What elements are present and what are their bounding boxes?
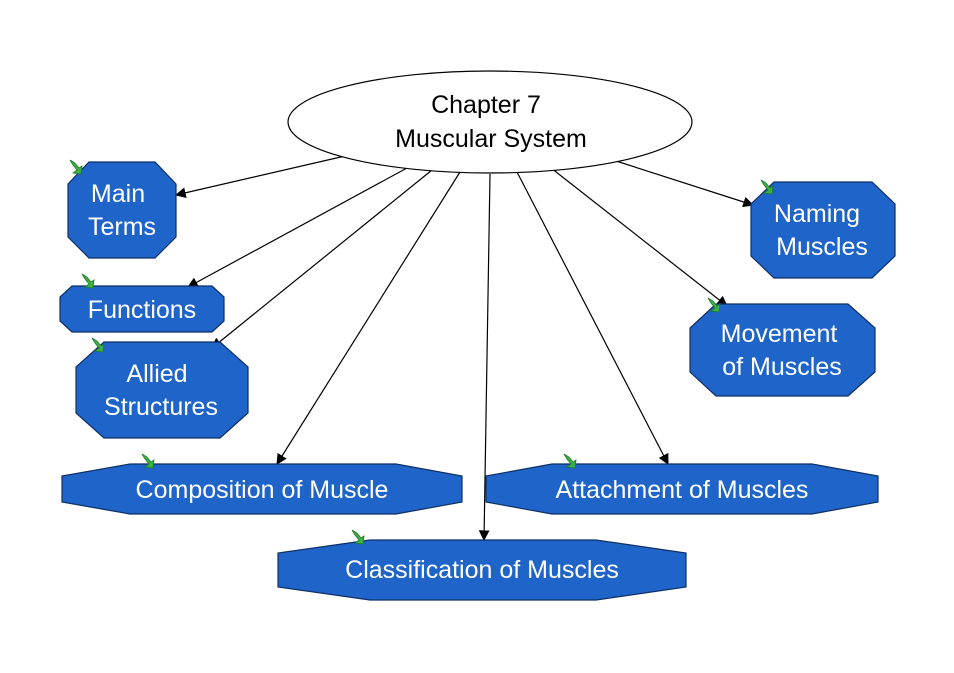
edge-allied-structures [211,169,433,349]
node-attachment-label: Attachment of Muscles [556,476,809,504]
edge-attachment [516,171,669,465]
node-allied-structures-line2: Structures [104,393,218,421]
node-allied-structures[interactable]: Allied Structures [75,337,249,439]
edge-functions [187,167,408,288]
node-attachment-of-muscles[interactable]: Attachment of Muscles [485,453,879,515]
node-naming-line2: Muscles [776,233,868,261]
node-main-terms-line2: Terms [88,213,156,241]
central-topic-title: Chapter 7 [431,91,541,119]
edge-classification [478,173,491,542]
hyperlink-arrow-icon [69,159,83,175]
central-topic: Chapter 7 Muscular System [287,70,693,174]
node-functions-label: Functions [88,296,196,324]
node-classification-label: Classification of Muscles [345,556,619,584]
node-composition-of-muscle[interactable]: Composition of Muscle [61,453,463,515]
node-main-terms-line1: Main [91,180,145,208]
edge-main-terms [174,155,346,199]
node-movement-line2: of Muscles [722,353,841,381]
edge-naming [612,159,755,208]
node-classification-of-muscles[interactable]: Classification of Muscles [277,529,687,601]
node-composition-label: Composition of Muscle [136,476,389,504]
edge-movement [550,167,728,307]
node-allied-structures-line1: Allied [126,360,187,388]
connector-arrows [174,155,755,542]
node-main-terms[interactable]: Main Terms [67,159,177,259]
node-naming-muscles[interactable]: Naming Muscles [750,179,896,279]
edge-composition [276,171,461,465]
node-naming-line1: Naming [774,200,860,228]
central-topic-subtitle: Muscular System [395,125,587,153]
node-movement-of-muscles[interactable]: Movement of Muscles [689,297,876,397]
hyperlink-arrow-icon [91,337,105,353]
node-functions[interactable]: Functions [59,273,225,333]
node-movement-line1: Movement [721,320,838,348]
